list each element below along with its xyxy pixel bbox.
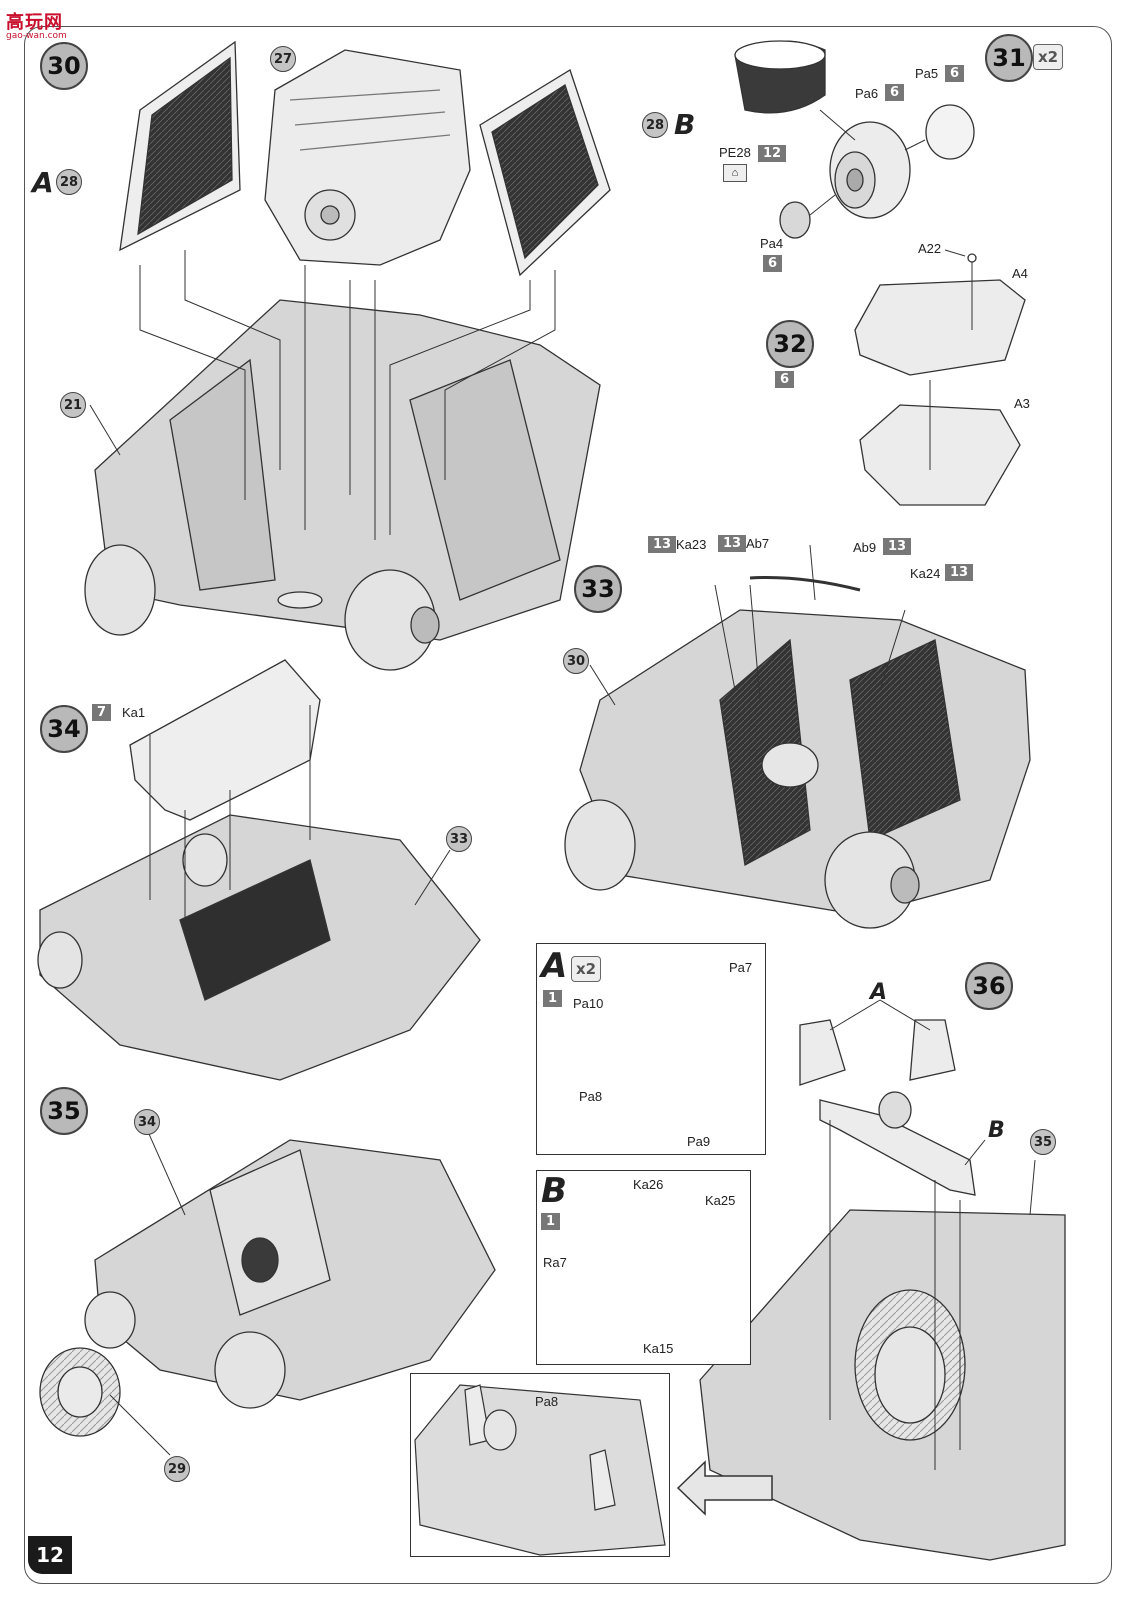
part-label-pa8-inset: Pa8	[535, 1394, 559, 1409]
sprue-ab9: 13	[883, 538, 912, 555]
watermark-logo: 高玩网 gao-wan.com	[6, 8, 67, 41]
inset-box: Pa8	[410, 1373, 670, 1557]
step-number-34: 34	[40, 705, 88, 753]
step-number-31: 31	[985, 34, 1033, 82]
ref-circle-21: 21	[60, 392, 86, 418]
detail-b-box: B 1 Ka26 Ka25 Ra7 Ka15	[536, 1170, 751, 1365]
part-label-a4: A4	[1012, 266, 1028, 281]
ref-circle-27: 27	[270, 46, 296, 72]
part-label-pa9: Pa9	[687, 1134, 711, 1149]
subassembly-label-b: B	[674, 108, 696, 141]
part-label-ab9: Ab9	[853, 540, 877, 555]
watermark-title: 高玩网	[6, 12, 63, 33]
part-label-pa7: Pa7	[729, 960, 753, 975]
engine-block	[264, 49, 471, 266]
sprue-32: 6	[775, 371, 795, 388]
part-label-a3: A3	[1014, 396, 1030, 411]
part-label-a22: A22	[918, 241, 942, 256]
step-number-36: 36	[965, 962, 1013, 1010]
part-label-ka15: Ka15	[643, 1341, 674, 1356]
part-label-ka24: Ka24	[910, 566, 941, 581]
part-label-pa10: Pa10	[573, 996, 604, 1011]
sprue-detail-a: 1	[543, 990, 563, 1007]
step33-illustration	[564, 544, 1031, 929]
sprue-ka23: 13	[648, 536, 677, 553]
step-number-32: 32	[766, 320, 814, 368]
bulkhead-ka1	[129, 659, 321, 821]
ab7-pipe	[749, 576, 861, 592]
hub-cap-pa5	[925, 104, 975, 160]
ref-circle-28a: 28	[56, 169, 82, 195]
direction-arrow	[676, 1460, 773, 1516]
part-label-pa5: Pa5	[915, 66, 939, 81]
quantity-31: x2	[1033, 44, 1063, 70]
step35-illustration	[39, 1124, 496, 1456]
sprue-pa5: 6	[945, 65, 965, 82]
part-a4	[854, 279, 1026, 376]
part-a3	[859, 404, 1021, 506]
part-label-pa6: Pa6	[855, 86, 879, 101]
ref-circle-28b: 28	[642, 112, 668, 138]
detail-b-letter: B	[541, 1171, 567, 1211]
part-label-ka26: Ka26	[633, 1177, 664, 1192]
part-label-pa4: Pa4	[760, 236, 784, 251]
sprue-ka1: 7	[92, 704, 112, 721]
ref-circle-30: 30	[563, 648, 589, 674]
step-number-33: 33	[574, 565, 622, 613]
ref-circle-29: 29	[164, 1456, 190, 1482]
part-label-ra7: Ra7	[543, 1255, 567, 1270]
subassembly-label-a-36: A	[870, 980, 888, 1005]
sprue-ab7: 13	[718, 535, 747, 552]
subassembly-label-a: A	[32, 166, 54, 199]
part-label-ka1: Ka1	[122, 705, 146, 720]
sprue-pa6: 6	[885, 84, 905, 101]
part-label-pa8: Pa8	[579, 1089, 603, 1104]
mount-a-left	[799, 1019, 846, 1086]
ref-circle-34: 34	[134, 1109, 160, 1135]
part-label-ka25: Ka25	[705, 1193, 736, 1208]
sprue-pa4: 6	[763, 255, 783, 272]
step-number-35: 35	[40, 1087, 88, 1135]
step31-illustration	[734, 40, 975, 239]
sprue-pe28: 12	[758, 145, 787, 162]
part-label-pe28: PE28	[719, 145, 751, 160]
photo-etch-icon: ⌂	[723, 164, 747, 182]
mount-a-right	[909, 1019, 956, 1081]
step36-illustration	[699, 999, 1066, 1561]
sprue-ka24: 13	[945, 564, 974, 581]
step30-illustration	[84, 40, 611, 671]
step34-illustration	[37, 659, 481, 1081]
detail-a-letter: A	[541, 946, 568, 986]
page-number: 12	[28, 1536, 72, 1574]
sprue-detail-b: 1	[541, 1213, 561, 1230]
step-number-30: 30	[40, 42, 88, 90]
detail-a-box: A x2 1 Pa10 Pa7 Pa8 Pa9	[536, 943, 766, 1155]
page-border	[24, 26, 1112, 1584]
watermark-url: gao-wan.com	[6, 31, 67, 41]
inset-illustration	[414, 1384, 666, 1556]
part-label-ab7: Ab7	[746, 536, 770, 551]
hub-cap-pa4	[779, 201, 811, 239]
step32-illustration	[854, 249, 1026, 506]
ref-circle-33: 33	[446, 826, 472, 852]
part-label-ka23: Ka23	[676, 537, 707, 552]
ref-circle-35: 35	[1030, 1129, 1056, 1155]
detail-a-quantity: x2	[571, 956, 601, 982]
subassembly-label-b-36: B	[988, 1118, 1005, 1143]
